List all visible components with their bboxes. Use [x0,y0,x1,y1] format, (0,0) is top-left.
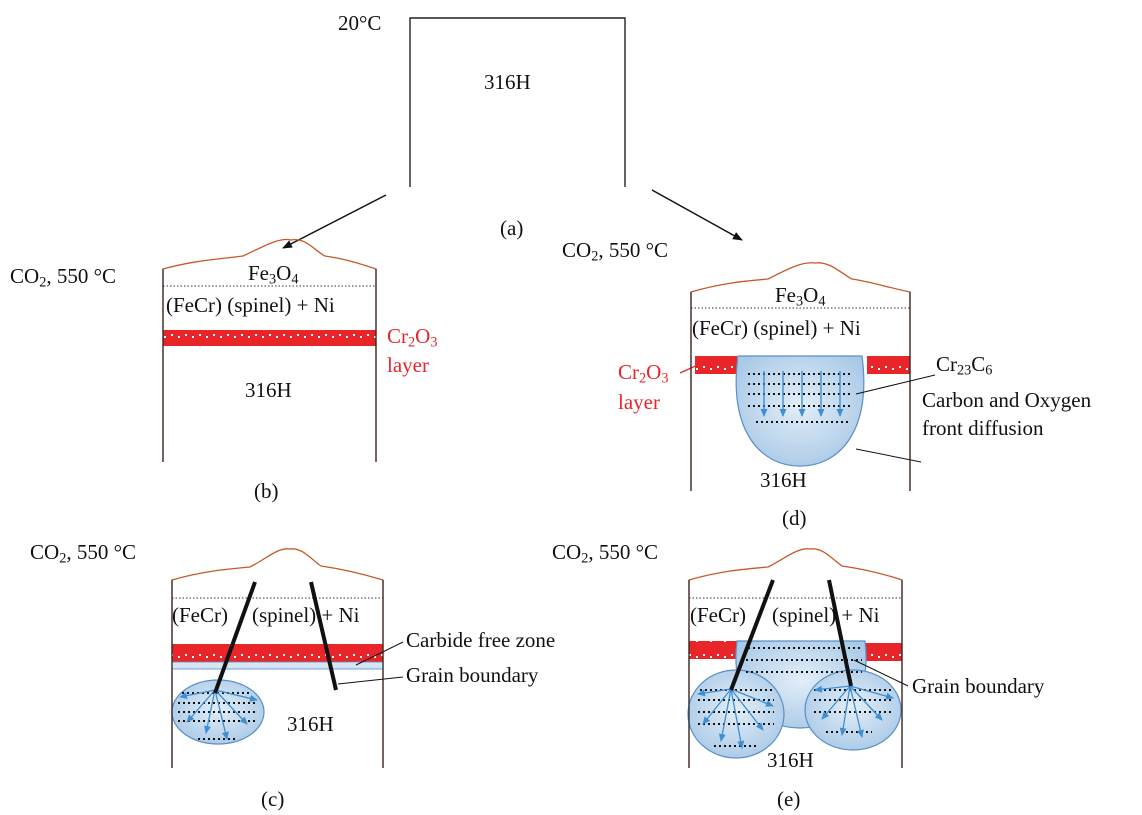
chromia-label: Cr2O3 [387,324,438,351]
material-label: 316H [767,748,814,772]
chromia-leader [679,363,701,374]
grain-boundary-right [827,579,853,687]
condition-label: CO2, 550 °C [30,540,136,567]
magnetite-label: Fe3O4 [248,261,299,288]
carbide-leader [855,374,936,395]
material-label: 316H [760,468,807,492]
panel-caption: (d) [782,506,807,530]
grain-boundary-left [729,579,775,691]
panel-caption: (e) [777,787,801,811]
panel-c [171,548,404,768]
spinel-label: (FeCr) (spinel) + Ni [166,293,335,317]
spinel-left-label: (FeCr) [172,603,228,627]
spinel-right-label: (spinel) + Ni [252,603,360,627]
spinel-right-label: (spinel) + Ni [772,603,880,627]
front-leader [855,448,922,463]
diffusion-arrows-right [814,685,894,738]
diffusion-arrows [179,689,258,740]
chromia-label: Cr2O3 [618,360,669,387]
panel-caption: (c) [261,787,285,811]
grain-boundary-leader [337,676,404,685]
material-label: 316H [287,712,334,736]
magnetite-outline [162,238,377,462]
cr2o3-layer [163,330,376,346]
panel-a [282,17,743,249]
cr2o3-layer-left [689,641,737,659]
magnetite-outline [171,548,384,768]
spinel-label: (FeCr) (spinel) + Ni [692,316,861,340]
cr2o3-layer [172,644,383,662]
panel-e [687,548,909,768]
panel-b [162,238,377,462]
diffusion-region-right [804,669,902,751]
cr2o3-layer-right [865,643,902,661]
arrow-to-d [651,189,743,241]
grain-boundary-leader [853,659,909,687]
condition-label: CO2, 550 °C [552,540,658,567]
diffusion-front [735,355,865,467]
carbide-free-zone-label: Carbide free zone [406,628,556,652]
material-label: 316H [484,70,531,94]
sample-outline [409,17,626,187]
front-diffusion-label-1: Carbon and Oxygen [922,388,1092,412]
cr2o3-layer-right [867,356,910,374]
arrow-to-b [282,194,387,249]
grain-boundary-left [213,581,257,694]
panel-caption: (a) [500,216,524,240]
front-diffusion-label-2: front diffusion [922,416,1044,440]
carbide-free-zone [171,661,384,670]
grain-boundary-right [309,581,338,691]
diffusion-arrows-left [697,688,774,749]
diffusion-arrows [760,371,844,417]
panel-d [679,262,936,491]
grain-boundary-label: Grain boundary [912,674,1045,698]
magnetite-label: Fe3O4 [775,283,826,310]
chromia-layer-label: layer [387,353,429,377]
magnetite-outline [690,262,911,491]
grain-boundary-label: Grain boundary [406,663,539,687]
panel-caption: (b) [254,479,279,503]
carbide-precipitates [748,373,852,423]
temperature-label: 20°C [338,11,382,35]
carbide-label: Cr23C6 [936,352,993,379]
material-label: 316H [245,378,292,402]
condition-label: CO2, 550 °C [562,238,668,265]
magnetite-outline [688,548,903,768]
condition-label: CO2, 550 °C [10,264,116,291]
chromia-layer-label: layer [618,390,660,414]
spinel-left-label: (FeCr) [690,603,746,627]
cr2o3-layer-left [695,356,737,374]
carbide-zone-leader [355,641,404,666]
